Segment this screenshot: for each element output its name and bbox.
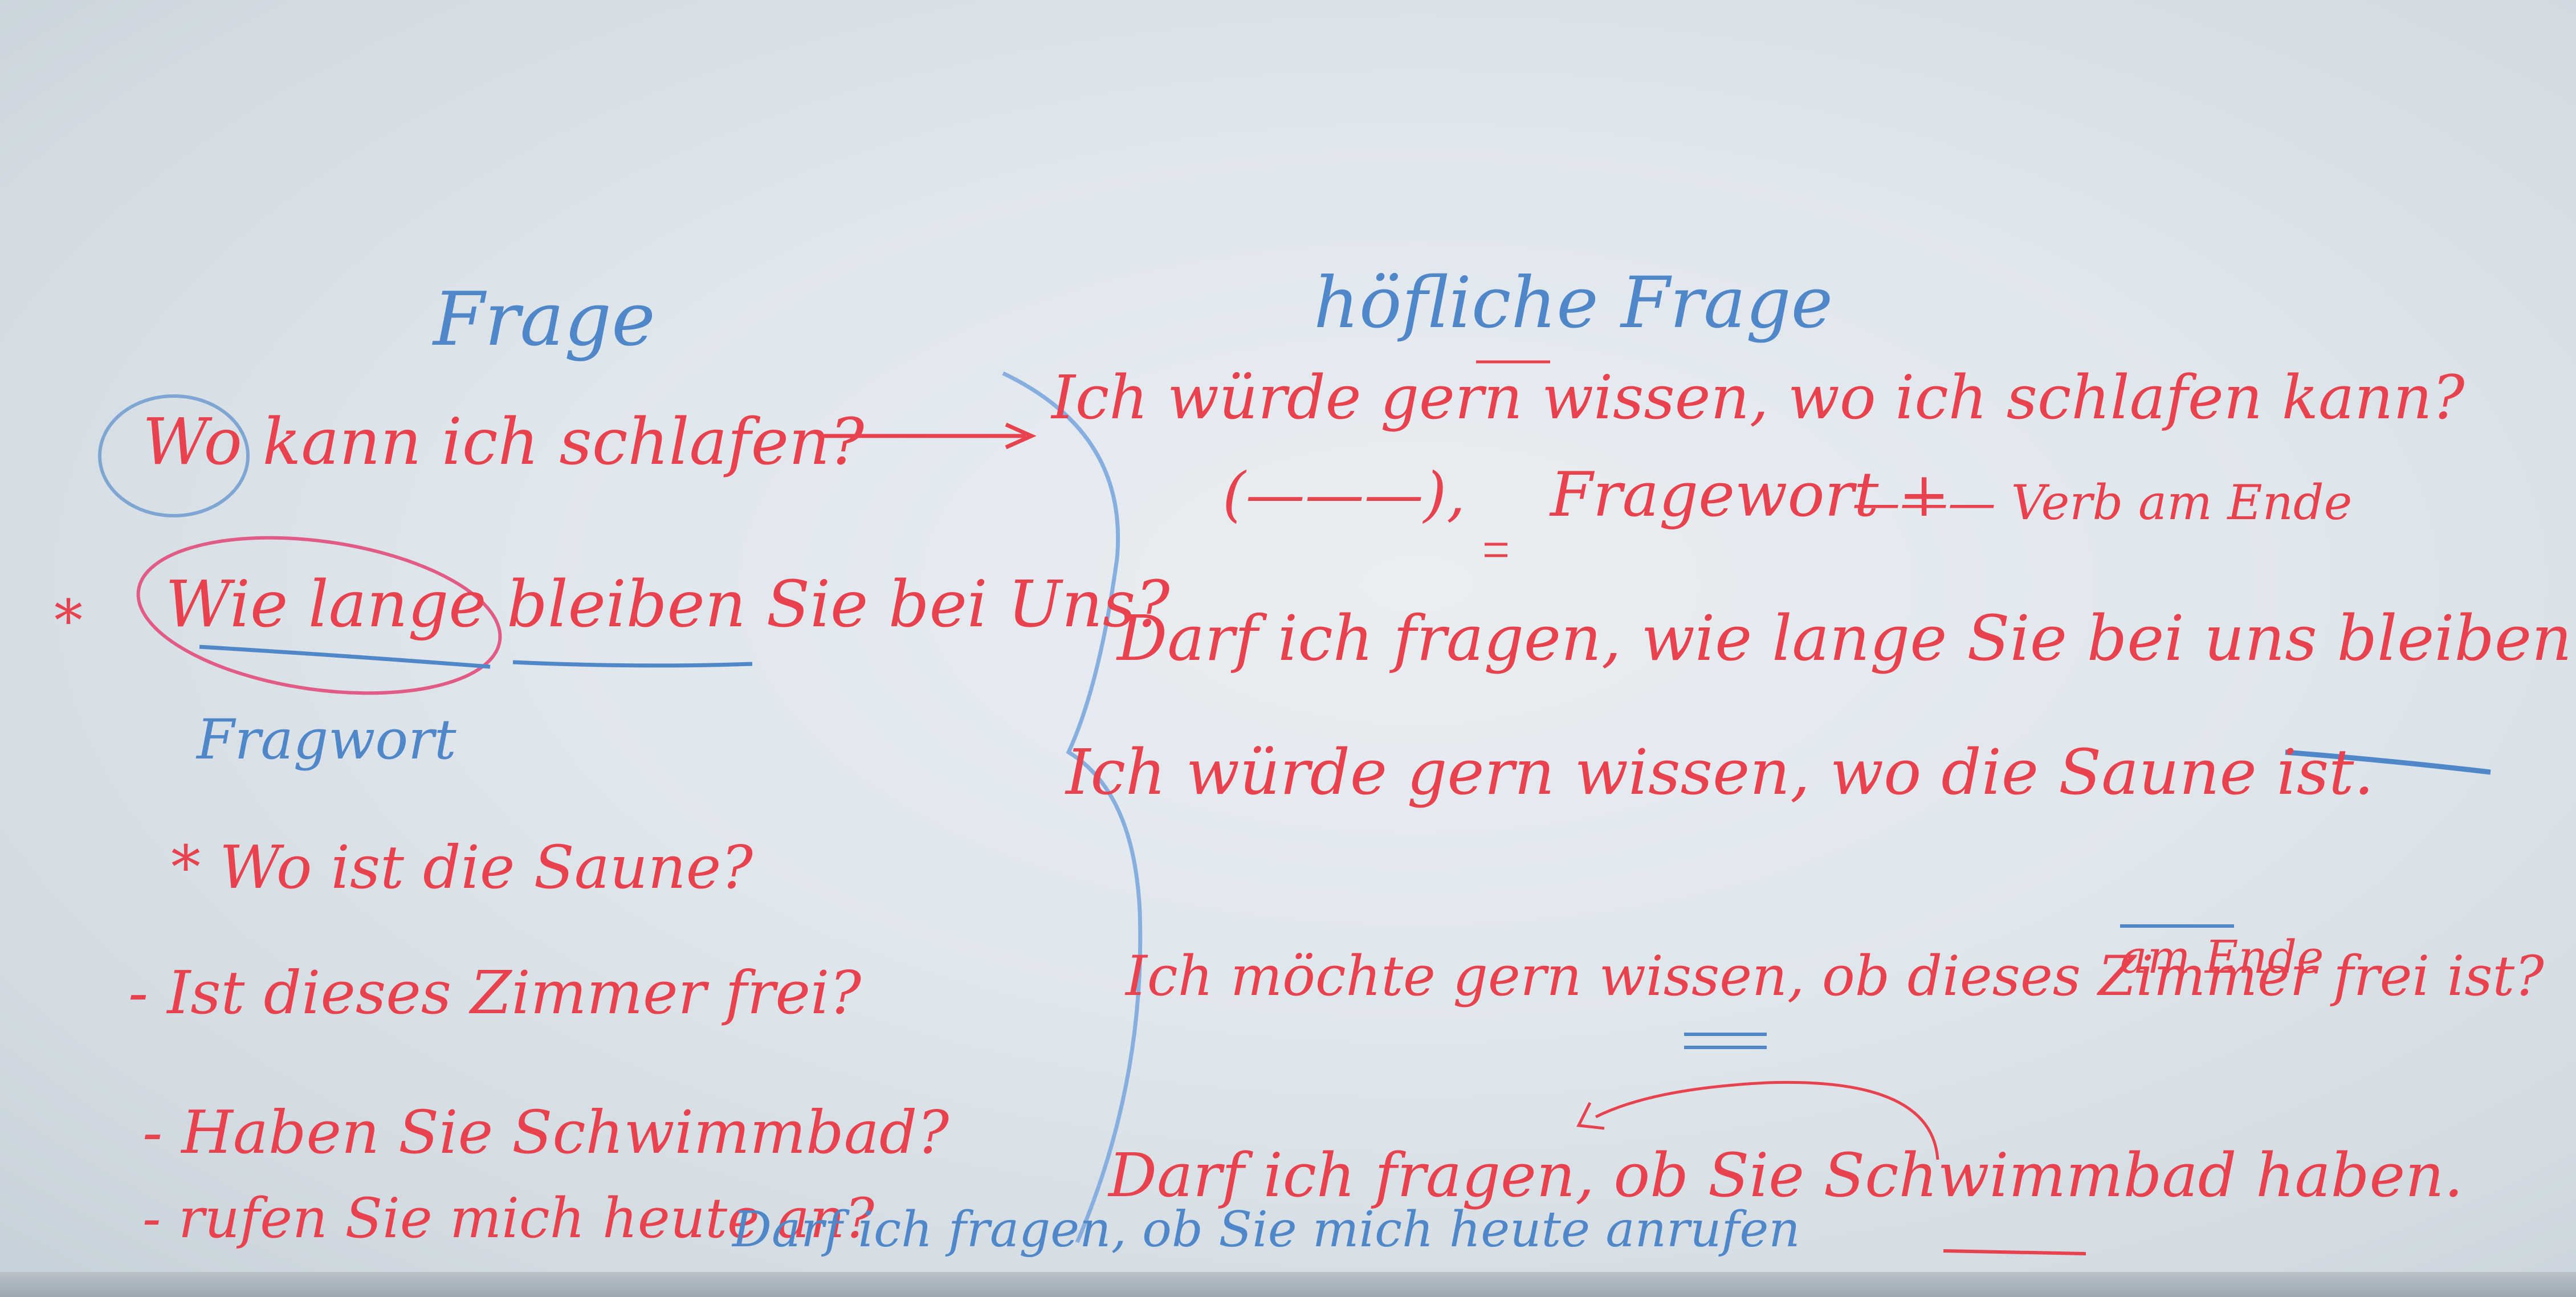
arrow-haben-ob-head: [1576, 1102, 1605, 1130]
rule-verb-am-ende: ——— Verb am Ende: [1852, 475, 2353, 531]
question-wo-ist: * Wo ist die Saune?: [171, 833, 753, 902]
heading-hoefliche-frage: höfliche Frage: [1314, 262, 1833, 344]
polite-row-3: Darf ich fragen, wie lange Sie bei uns b…: [1117, 602, 2576, 675]
question-rufen-sie: - rufen Sie mich heute an?: [142, 1186, 874, 1250]
paren-blank: (———),: [1222, 459, 1466, 529]
polite-row-4: Ich würde gern wissen, wo die Saune ist.: [1066, 736, 2374, 809]
underline-bleiben: [2285, 749, 2491, 775]
board-frame: [0, 1272, 2576, 1297]
underline-haben: [1943, 1249, 2086, 1255]
polite-row-5: Ich möchte gern wissen, ob dieses Zimmer…: [1126, 944, 2544, 1008]
circle-wo: [98, 394, 250, 517]
question-wo-kann: Wo kann ich schlafen?: [142, 405, 865, 479]
star-marker: *: [54, 588, 83, 654]
underline-wie-lange: [199, 645, 491, 669]
polite-row-1: Ich würde gern wissen, wo ich schlafen k…: [1051, 362, 2465, 433]
brace-divider: [1002, 371, 1143, 1243]
question-haben-sie: - Haben Sie Schwimmbad?: [142, 1098, 949, 1167]
rule-fragewort: Fragewort +: [1550, 459, 1950, 531]
arrow-head: [1005, 422, 1037, 450]
polite-row-6: Darf ich fragen, ob Sie Schwimmbad haben…: [1108, 1140, 2464, 1210]
double-underline-comma: [1485, 543, 1507, 557]
polite-row-7: Darf ich fragen, ob Sie mich heute anruf…: [732, 1201, 1800, 1258]
underline-bleiben-sie: [512, 660, 753, 668]
label-fragwort: Fragwort: [197, 708, 456, 772]
arrow-haben-ob: [1595, 1080, 1939, 1160]
question-ist-dieses: - Ist dieses Zimmer frei?: [128, 958, 862, 1027]
question-wie-lange: Wie lange bleiben Sie bei Uns?: [165, 568, 1170, 642]
circle-wie-lange: [136, 536, 502, 695]
heading-frage: Frage: [433, 276, 655, 362]
double-underline-ob: [1684, 1033, 1767, 1049]
note-am-ende: am Ende: [2120, 931, 2324, 984]
